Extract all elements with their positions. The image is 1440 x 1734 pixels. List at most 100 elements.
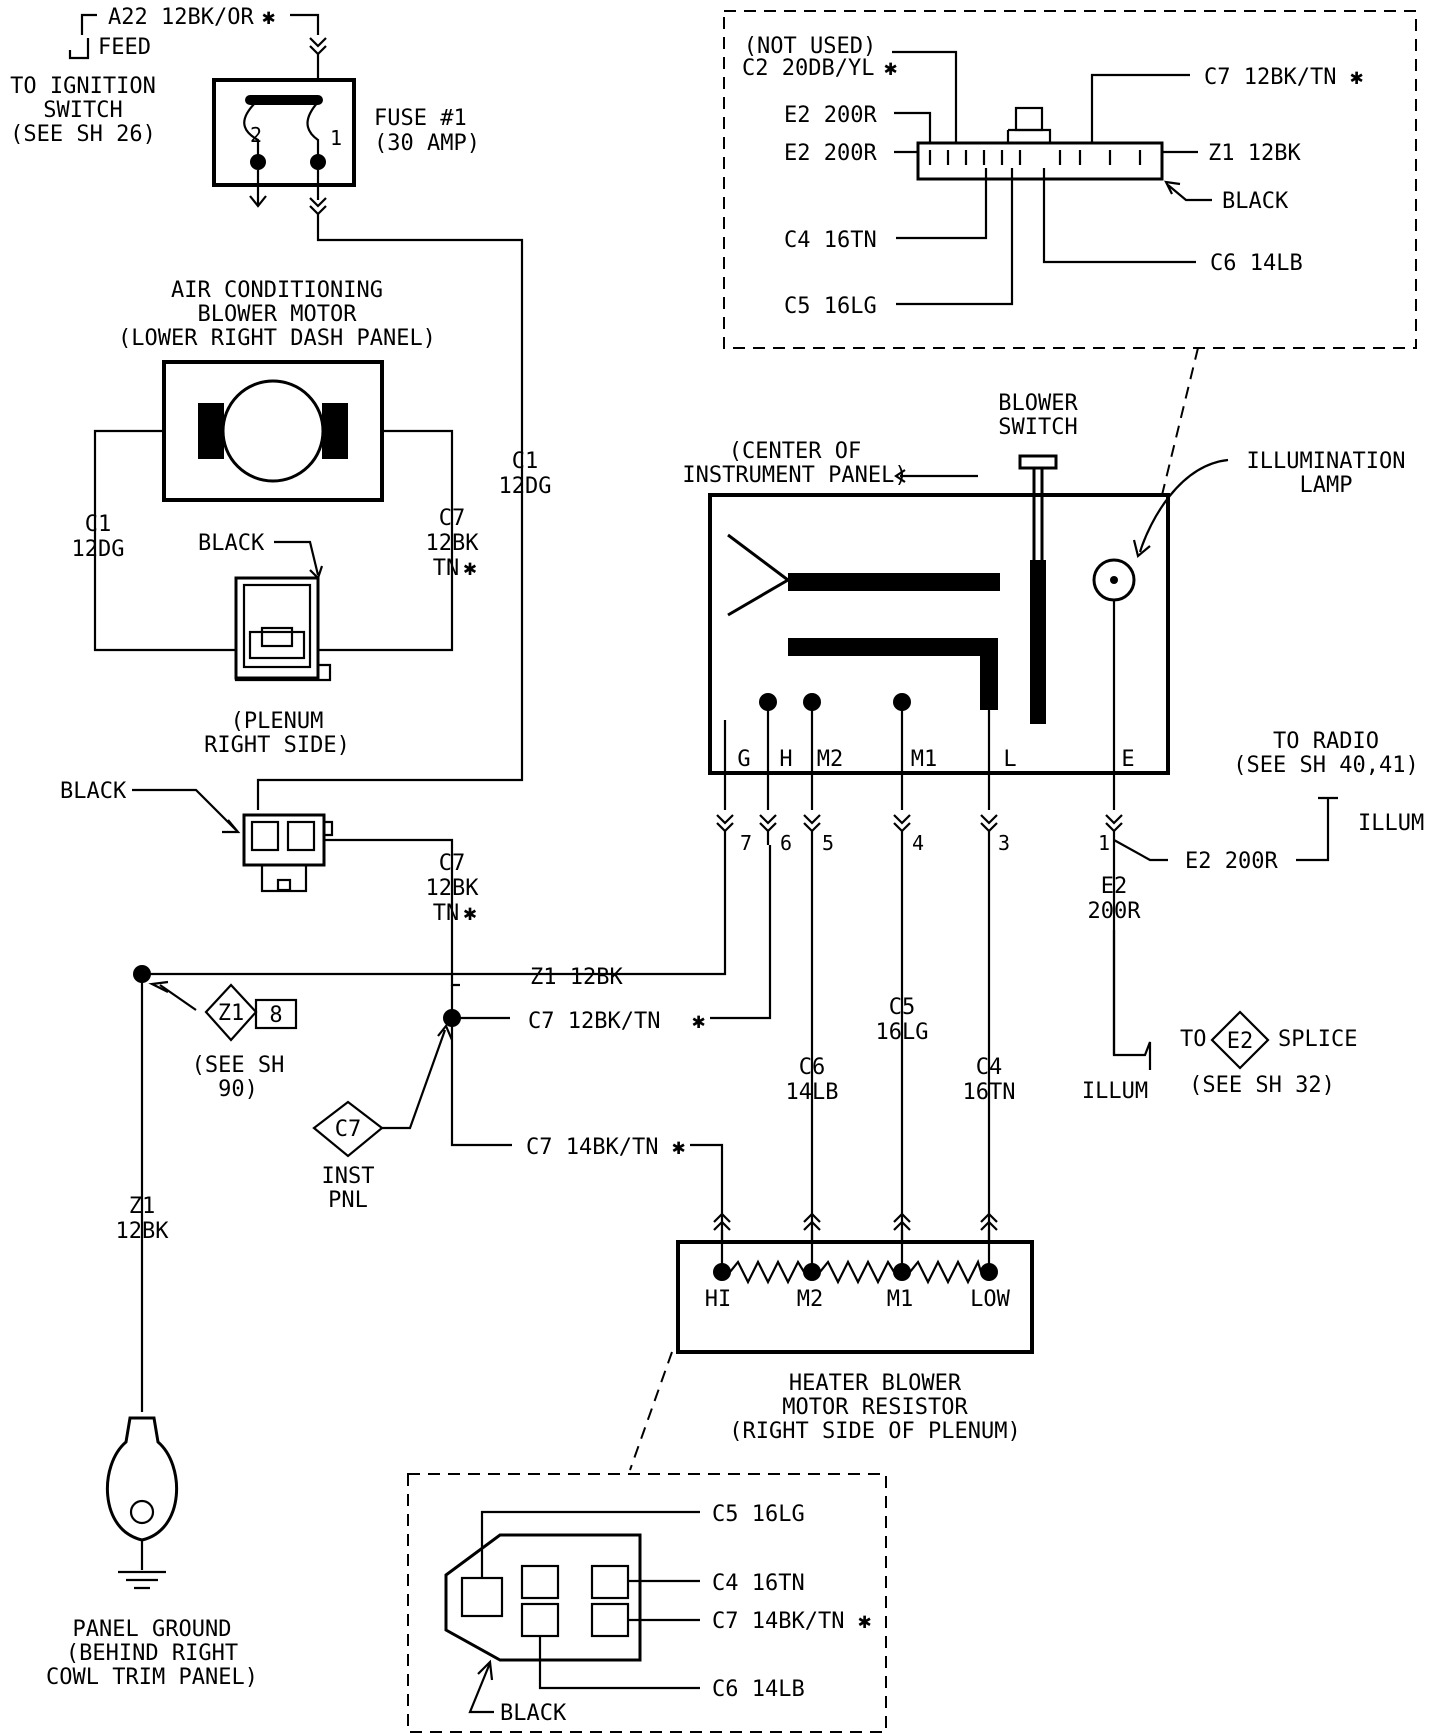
see-sheet-40-41-label: (SEE SH 40,41) — [1233, 753, 1418, 778]
inst-label: INST — [322, 1164, 375, 1189]
pin-3: 3 — [998, 831, 1010, 855]
e2-label-b: E2 200R — [784, 141, 877, 166]
c7-wire-code: C7 — [439, 851, 466, 876]
blower-right-wire-code: C7 — [439, 506, 466, 531]
terminal-m1-dot — [893, 693, 911, 711]
asterisk-mark: ✱ — [672, 1135, 685, 1160]
radio-illum-circuit: TO RADIO (SEE SH 40,41) ILLUM E2 200R E2… — [1082, 729, 1424, 1104]
blower-motor-location: (LOWER RIGHT DASH PANEL) — [118, 326, 436, 351]
c7-wire-suffix: TN — [433, 901, 460, 926]
see-sheet-26-label: (SEE SH 26) — [10, 122, 156, 147]
resistor-title-2: MOTOR RESISTOR — [782, 1395, 968, 1420]
terminal-h-dot — [759, 693, 777, 711]
c4-wire-gauge: 16TN — [963, 1080, 1016, 1105]
see-sheet-90-number: 90) — [218, 1077, 258, 1102]
resistor-m2-label: M2 — [797, 1287, 824, 1312]
e2-label-a: E2 200R — [784, 103, 877, 128]
blower-motor-title-1: AIR CONDITIONING — [171, 278, 383, 303]
asterisk-mark: ✱ — [463, 556, 476, 581]
c2-label: C2 20DB/YL — [742, 56, 874, 81]
c7-splice-diamond-label: C7 — [335, 1117, 362, 1142]
resistor-hi-dot — [713, 1263, 731, 1281]
blower-switch-title-2: SWITCH — [998, 415, 1077, 440]
resistor-connector-detail: C5 16LG C4 16TN C7 14BK/TN ✱ C6 14LB BLA… — [407, 1351, 887, 1733]
panel-ground-label: PANEL GROUND — [73, 1617, 232, 1642]
blower-left-wire-code: C1 — [85, 512, 112, 537]
c6-wire-gauge: 14LB — [786, 1080, 839, 1105]
bottom-c4-label: C4 16TN — [712, 1571, 805, 1596]
blower-motor: AIR CONDITIONING BLOWER MOTOR (LOWER RIG… — [72, 278, 480, 758]
resistor-m1-dot — [893, 1263, 911, 1281]
bottom-black-label: BLACK — [500, 1701, 567, 1726]
asterisk-mark: ✱ — [884, 56, 897, 81]
feed-wire-gauge: 12DG — [499, 474, 552, 499]
c6-wire-code: C6 — [799, 1055, 826, 1080]
see-sheet-90-label: (SEE SH — [192, 1053, 285, 1078]
center-instrument-panel-2: INSTRUMENT PANEL) — [682, 463, 907, 488]
terminal-m1-label: M1 — [911, 747, 938, 772]
resistor-location: (RIGHT SIDE OF PLENUM) — [729, 1419, 1020, 1444]
switch-connector-detail: (NOT USED) C2 20DB/YL ✱ E2 200R E2 200R … — [723, 10, 1417, 496]
ground-wire-gauge: 12BK — [116, 1219, 170, 1244]
e2-to-label: TO — [1180, 1027, 1207, 1052]
blower-switch-title-1: BLOWER — [998, 391, 1078, 416]
terminal-g-label: G — [737, 747, 750, 772]
terminal-l-label: L — [1003, 747, 1016, 772]
c7-wire-right-label: C7 12BK/TN — [528, 1009, 660, 1034]
black-connector-label: BLACK — [60, 779, 127, 804]
resistor-low-label: LOW — [970, 1287, 1010, 1312]
bottom-c5-label: C5 16LG — [712, 1502, 805, 1527]
resistor-low-dot — [980, 1263, 998, 1281]
fuse-label: FUSE #1 — [374, 106, 467, 131]
blower-connector-color: BLACK — [198, 531, 265, 556]
blower-motor-title-2: BLOWER MOTOR — [198, 302, 358, 327]
pin-6: 6 — [780, 831, 792, 855]
illumination-lamp-label-1: ILLUMINATION — [1247, 449, 1406, 474]
illumination-lamp-label-2: LAMP — [1300, 473, 1353, 498]
panel-ground-location-1: (BEHIND RIGHT — [66, 1641, 238, 1666]
blower-switch: BLOWER SWITCH (CENTER OF INSTRUMENT PANE… — [682, 391, 1405, 1240]
asterisk-mark: ✱ — [1350, 65, 1363, 90]
bottom-c7-label: C7 14BK/TN — [712, 1609, 844, 1634]
fuse-terminal-1: 1 — [330, 126, 342, 150]
fuse-terminal-1-dot — [310, 154, 326, 170]
pin-4: 4 — [912, 831, 924, 855]
center-instrument-panel-1: (CENTER OF — [729, 439, 861, 464]
ground-wire-code: Z1 — [129, 1194, 156, 1219]
c4-wire-code: C4 — [976, 1055, 1003, 1080]
plenum-label-2: RIGHT SIDE) — [204, 733, 350, 758]
c7-wire-down-label: C7 14BK/TN — [526, 1135, 658, 1160]
c6-label: C6 14LB — [1210, 251, 1303, 276]
c5-wire-code: C5 — [889, 995, 916, 1020]
e2-splice-label: SPLICE — [1278, 1027, 1357, 1052]
c7-label: C7 12BK/TN — [1204, 65, 1336, 90]
terminal-e-label: E — [1121, 747, 1134, 772]
c5-wire-gauge: 16LG — [876, 1020, 929, 1045]
fuse-1: 2 1 FUSE #1 (30 AMP) — [212, 78, 524, 810]
c5-label: C5 16LG — [784, 294, 877, 319]
terminal-m2-label: M2 — [817, 747, 844, 772]
resistor-m1-label: M1 — [887, 1287, 914, 1312]
terminal-h-label: H — [779, 747, 792, 772]
black-connector: BLACK — [60, 779, 460, 987]
z1-splice-label: Z1 — [218, 1001, 245, 1026]
e2-wire-code: E2 — [1101, 874, 1128, 899]
radio-wire-label: E2 200R — [1185, 849, 1278, 874]
blower-right-wire-suffix: TN — [433, 556, 460, 581]
blower-motor-resistor: HI M2 M1 LOW HEATER BLOWER MOTOR RESISTO… — [676, 1212, 1034, 1444]
see-sheet-32-label: (SEE SH 32) — [1189, 1073, 1335, 1098]
feed-wire-code: C1 — [512, 449, 539, 474]
c4-label: C4 16TN — [784, 228, 877, 253]
asterisk-mark: ✱ — [858, 1609, 871, 1634]
fuse-terminal-2: 2 — [250, 123, 262, 147]
ground-wire-label: Z1 12BK — [530, 965, 623, 990]
e2-splice-diamond-label: E2 — [1227, 1029, 1254, 1054]
c7-wire-gauge: 12BK — [426, 876, 480, 901]
pin-7: 7 — [740, 831, 752, 855]
resistor-title-1: HEATER BLOWER — [789, 1371, 962, 1396]
blower-right-wire-gauge: 12BK — [426, 531, 480, 556]
asterisk-mark: ✱ — [262, 5, 275, 30]
fuse-terminal-2-dot — [250, 154, 266, 170]
ignition-wire-label: A22 12BK/OR — [108, 5, 254, 30]
